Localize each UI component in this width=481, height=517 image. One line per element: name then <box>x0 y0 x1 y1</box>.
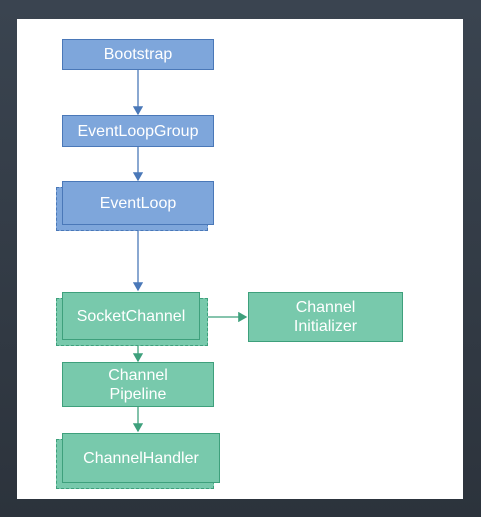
node-channelpipeline: Channel Pipeline <box>62 362 214 407</box>
node-eventloopgroup: EventLoopGroup <box>62 115 214 147</box>
node-channelinitializer: Channel Initializer <box>248 292 403 342</box>
node-eventloop: EventLoop <box>62 181 214 225</box>
connector-layer <box>132 70 248 433</box>
diagram-canvas: Bootstrap EventLoopGroup EventLoop Socke… <box>17 19 463 499</box>
node-channelhandler: ChannelHandler <box>62 433 220 483</box>
node-socketchannel: SocketChannel <box>62 292 200 340</box>
node-bootstrap: Bootstrap <box>62 39 214 70</box>
